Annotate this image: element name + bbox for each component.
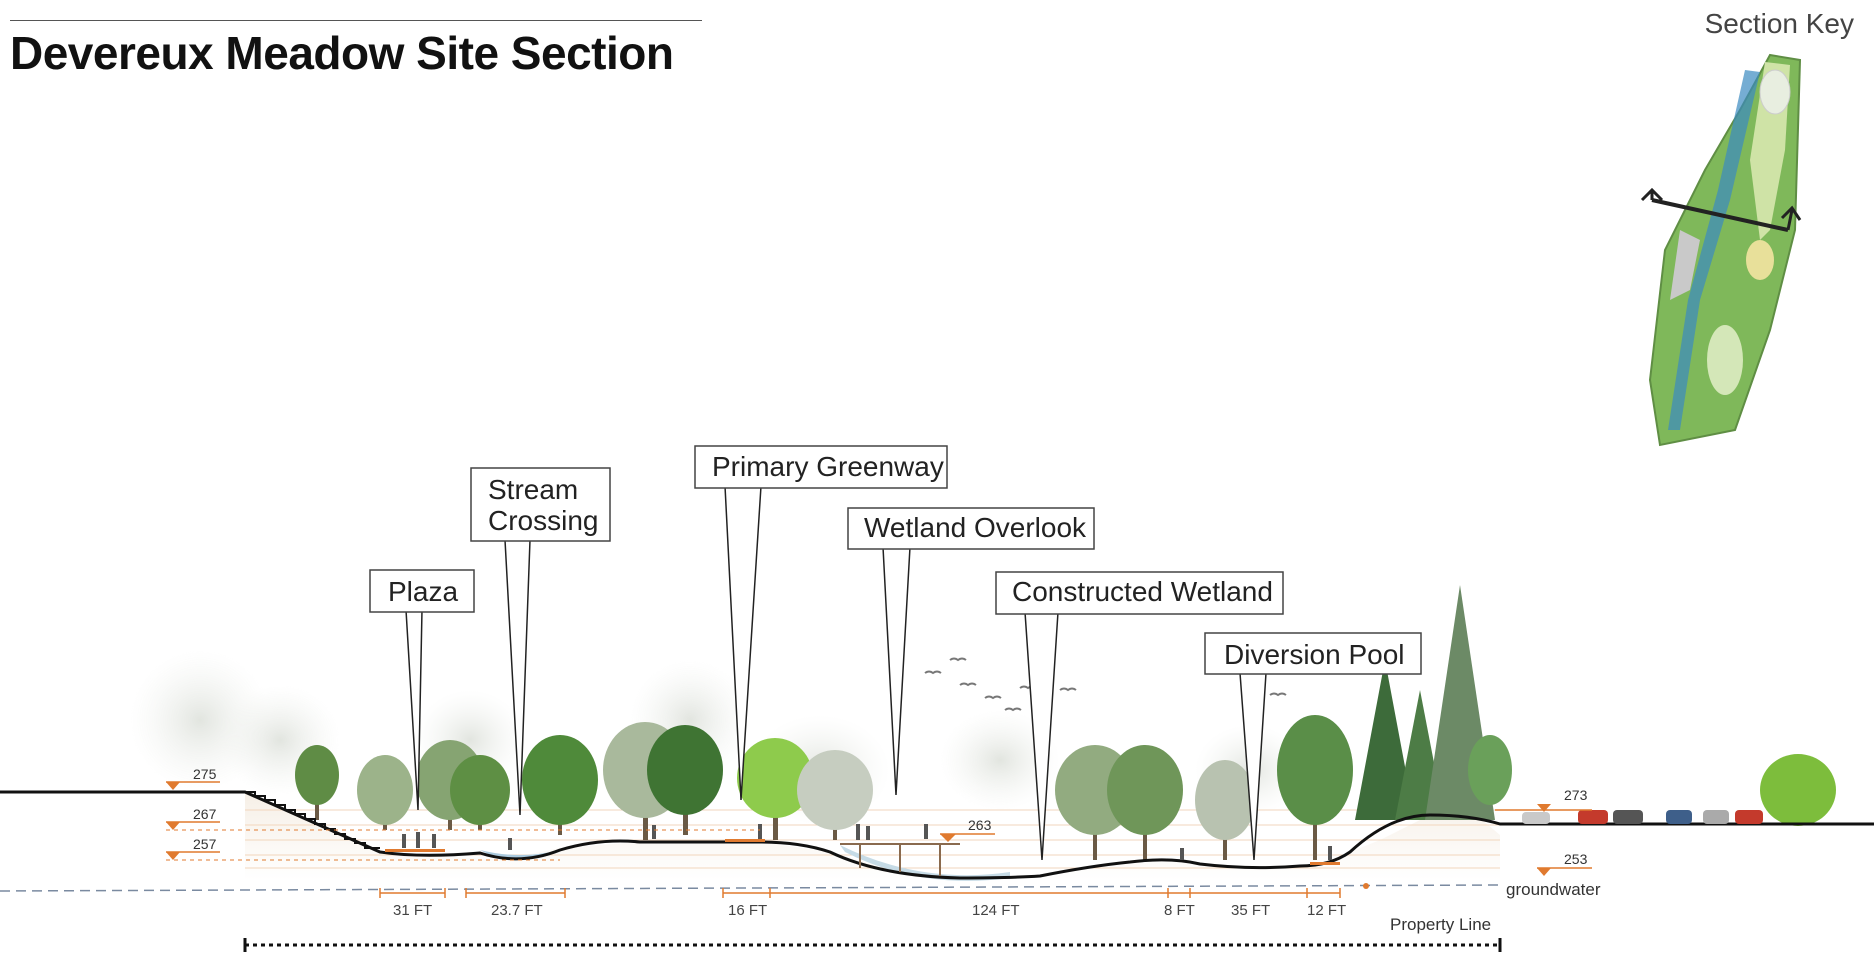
callout-overlook-label: Wetland Overlook — [864, 512, 1087, 543]
tree-icon — [1195, 760, 1255, 860]
callout-stream-label-1: Stream — [488, 474, 578, 505]
callout-diversion-pool-label: Diversion Pool — [1224, 639, 1405, 670]
callout-plaza-label: Plaza — [388, 576, 458, 607]
dimension-124ft: 124 FT — [972, 902, 1020, 919]
elevation-263-label: 263 — [968, 817, 992, 833]
groundwater-line — [0, 884, 1501, 892]
callout-greenway-label: Primary Greenway — [712, 451, 944, 482]
tree-icon — [797, 750, 873, 840]
elevation-marker-253: 253 — [1537, 851, 1592, 876]
callout-stream-crossing: Stream Crossing — [470, 467, 611, 816]
section-key-map — [1640, 53, 1802, 447]
elevation-257-label: 257 — [193, 836, 217, 852]
dimension-8ft: 8 FT — [1164, 902, 1195, 919]
people-figures — [402, 824, 1332, 860]
elevation-marker-275: 275 — [166, 766, 220, 790]
callout-diversion-pool: Diversion Pool — [1204, 632, 1422, 861]
callout-stream-label-2: Crossing — [488, 505, 598, 536]
elevation-273-label: 273 — [1564, 787, 1588, 803]
elevation-marker-267: 267 — [166, 806, 760, 831]
callout-constructed-wetland: Constructed Wetland — [995, 571, 1284, 861]
dimension-23-7ft: 23.7 FT — [491, 902, 543, 919]
title-rule — [10, 20, 702, 21]
section-key-label: Section Key — [1704, 8, 1854, 39]
tree-icon — [647, 725, 723, 835]
pool-paving — [1310, 862, 1340, 865]
greenway-path — [725, 839, 765, 842]
tree-group — [295, 585, 1836, 860]
elevation-marker-273: 273 — [1495, 787, 1592, 812]
property-line — [243, 938, 1502, 952]
dimension-31ft: 31 FT — [393, 902, 432, 919]
tree-icon — [1107, 745, 1183, 860]
tree-icon — [357, 755, 413, 830]
tree-icon — [1277, 715, 1353, 860]
callout-plaza: Plaza — [369, 569, 475, 811]
tree-icon — [295, 745, 339, 820]
elevation-275-label: 275 — [193, 766, 217, 782]
ground-profile — [0, 790, 1874, 880]
dimension-35ft: 35 FT — [1231, 902, 1270, 919]
tree-icon — [1468, 735, 1512, 805]
earth-fill — [245, 792, 1500, 880]
tree-icon — [737, 738, 813, 840]
dimension-lines — [379, 888, 1341, 898]
callout-wetland-overlook: Wetland Overlook — [847, 507, 1095, 796]
stairs — [245, 791, 380, 849]
dimension-16ft: 16 FT — [728, 902, 767, 919]
parked-cars — [1522, 810, 1763, 824]
tree-icon — [1355, 660, 1415, 820]
tree-icon — [1760, 754, 1836, 826]
elevation-267-label: 267 — [193, 806, 217, 822]
tree-icon — [450, 755, 510, 830]
property-line-label: Property Line — [1390, 915, 1491, 934]
callout-primary-greenway: Primary Greenway — [694, 445, 948, 801]
dimension-12ft: 12 FT — [1307, 902, 1346, 919]
page-title: Devereux Meadow Site Section — [10, 27, 674, 79]
elevation-marker-263: 263 — [940, 817, 995, 842]
elevation-253-label: 253 — [1564, 851, 1588, 867]
groundwater-point — [1363, 883, 1369, 889]
tree-icon — [522, 735, 598, 835]
elevation-marker-257: 257 — [166, 836, 560, 861]
plaza-paving — [385, 849, 445, 852]
groundwater-label: groundwater — [1506, 880, 1601, 899]
boardwalk — [840, 843, 960, 876]
callout-constructed-wetland-label: Constructed Wetland — [1012, 576, 1273, 607]
